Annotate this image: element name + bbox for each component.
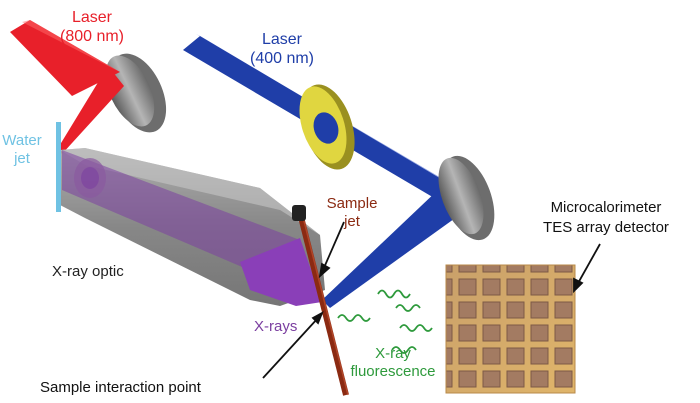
label-laser-400: Laser xyxy=(262,31,303,48)
arrow-interaction-point-head xyxy=(311,310,324,325)
arrow-sample-jet xyxy=(322,221,345,271)
label-sample-jet: Sample xyxy=(327,195,378,212)
label-laser-800-wavelength: (800 nm) xyxy=(60,28,124,45)
label-water-jet: Water xyxy=(2,132,41,149)
label-fluorescence-2: fluorescence xyxy=(350,363,435,380)
label-sample-jet-2: jet xyxy=(343,213,361,230)
arrow-detector-head xyxy=(573,277,584,294)
label-xrays: X-rays xyxy=(254,318,297,335)
arrow-interaction-point xyxy=(262,317,319,379)
sample-jet xyxy=(292,205,349,396)
arrow-sample-jet-head xyxy=(318,262,331,279)
label-laser-800: Laser xyxy=(72,9,113,26)
label-interaction-point: Sample interaction point xyxy=(40,379,202,396)
label-fluorescence: X-ray xyxy=(375,345,411,362)
fluorescence-wave-4 xyxy=(391,346,417,354)
label-xray-optic: X-ray optic xyxy=(52,263,124,280)
water-jet-rod xyxy=(56,122,61,212)
label-water-jet-2: jet xyxy=(13,150,31,167)
mirror-800 xyxy=(105,53,167,133)
waveplate xyxy=(299,84,355,170)
arrow-detector xyxy=(576,243,601,286)
fluorescence-wave-1 xyxy=(337,314,371,322)
label-detector: Microcalorimeter xyxy=(551,199,662,216)
annotation-arrows xyxy=(262,221,601,379)
fluorescence-wave-2 xyxy=(377,289,411,299)
xray-beam xyxy=(62,150,322,306)
label-laser-400-wavelength: (400 nm) xyxy=(250,50,314,67)
mirror-400 xyxy=(438,155,495,241)
fluorescence-wave-3 xyxy=(399,324,433,332)
labels: Laser (800 nm) Laser (400 nm) Water jet … xyxy=(2,9,669,396)
laser-800-beam xyxy=(10,20,124,154)
fluorescence-wave-5 xyxy=(395,304,421,312)
fluorescence-waves xyxy=(337,289,433,354)
tes-detector xyxy=(445,264,576,394)
label-detector-2: TES array detector xyxy=(543,219,669,236)
